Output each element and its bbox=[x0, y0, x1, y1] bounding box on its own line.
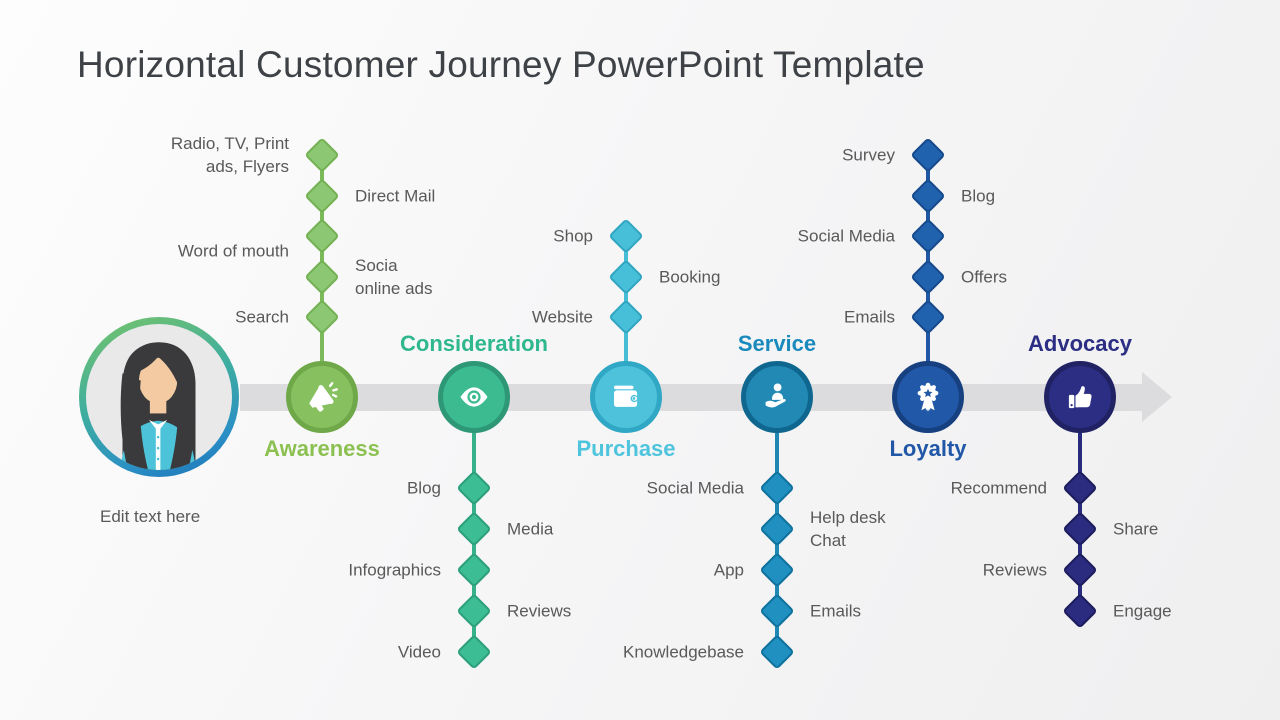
journey-item-label: Website bbox=[531, 307, 593, 327]
stage-circle-consideration bbox=[438, 361, 510, 433]
stage-circle-advocacy bbox=[1044, 361, 1116, 433]
stage-circle-loyalty bbox=[892, 361, 964, 433]
journey-item-diamond bbox=[456, 511, 492, 547]
wallet-icon bbox=[608, 379, 644, 415]
journey-item-label: Blog bbox=[406, 478, 441, 498]
journey-item-label: Media bbox=[507, 519, 554, 539]
journey-item-diamond bbox=[456, 593, 492, 629]
journey-item-diamond bbox=[910, 177, 946, 214]
page-title: Horizontal Customer Journey PowerPoint T… bbox=[77, 44, 925, 85]
journey-item-label: Direct Mail bbox=[355, 186, 436, 205]
journey-item-label: App bbox=[713, 560, 744, 580]
journey-item-diamond bbox=[304, 177, 340, 214]
journey-item-diamond bbox=[608, 218, 644, 254]
stage-label-purchase: Purchase bbox=[576, 436, 676, 461]
journey-item-label: Emails bbox=[810, 601, 862, 621]
journey-item-diamond bbox=[456, 470, 492, 506]
avatar-caption: Edit text here bbox=[100, 507, 201, 526]
journey-item-label: Social Media bbox=[797, 226, 895, 246]
journey-item-label: Survey bbox=[842, 145, 895, 165]
journey-item-label: Help desk Chat bbox=[810, 508, 886, 550]
megaphone-icon bbox=[304, 379, 340, 415]
journey-item-diamond bbox=[608, 299, 644, 335]
journey-item-diamond bbox=[1062, 511, 1098, 547]
woman-avatar-icon bbox=[86, 324, 232, 470]
journey-item-diamond bbox=[456, 634, 492, 670]
journey-item-diamond bbox=[759, 511, 795, 547]
journey-item-diamond bbox=[304, 218, 340, 254]
journey-item-label: Engage bbox=[1113, 601, 1172, 621]
journey-item-diamond bbox=[759, 552, 795, 588]
journey-item-diamond bbox=[910, 258, 946, 295]
journey-item-label: Offers bbox=[961, 267, 1007, 286]
stage-label-awareness: Awareness bbox=[264, 436, 380, 461]
timeline-arrowhead-icon bbox=[1142, 372, 1172, 422]
journey-item-label: Knowledgebase bbox=[623, 642, 744, 662]
stage-circle-purchase bbox=[590, 361, 662, 433]
award-ribbon-icon bbox=[910, 379, 946, 415]
stage-label-advocacy: Advocacy bbox=[1028, 331, 1132, 356]
journey-item-diamond bbox=[1062, 470, 1098, 506]
customer-support-icon bbox=[759, 379, 795, 415]
stage-stem-awareness bbox=[320, 155, 324, 363]
journey-item-diamond bbox=[456, 552, 492, 588]
journey-item-diamond bbox=[304, 137, 340, 173]
journey-item-diamond bbox=[1062, 593, 1098, 629]
journey-item-label: Radio, TV, Print ads, Flyers bbox=[170, 134, 289, 176]
stage-stem-loyalty bbox=[926, 155, 930, 363]
journey-item-diamond bbox=[1062, 552, 1098, 588]
eye-icon bbox=[456, 379, 492, 415]
journey-item-label: Blog bbox=[961, 186, 996, 205]
journey-item-diamond bbox=[608, 258, 644, 295]
customer-avatar bbox=[79, 317, 239, 477]
journey-item-diamond bbox=[910, 218, 946, 254]
journey-item-label: Shop bbox=[553, 226, 593, 246]
stage-label-consideration: Consideration bbox=[400, 331, 548, 356]
journey-item-diamond bbox=[910, 137, 946, 173]
journey-item-label: Word of mouth bbox=[177, 241, 289, 261]
journey-item-label: Recommend bbox=[950, 478, 1047, 498]
journey-item-label: Social Media bbox=[646, 478, 744, 498]
journey-item-diamond bbox=[759, 593, 795, 629]
journey-item-label: Search bbox=[235, 307, 289, 327]
stage-label-service: Service bbox=[737, 331, 817, 356]
journey-item-label: Socia online ads bbox=[355, 255, 433, 298]
stage-circle-awareness bbox=[286, 361, 358, 433]
journey-item-label: Video bbox=[397, 642, 441, 662]
journey-item-label: Infographics bbox=[348, 560, 441, 580]
journey-item-diamond bbox=[759, 634, 795, 670]
thumbs-up-icon bbox=[1062, 379, 1098, 415]
journey-item-diamond bbox=[304, 258, 340, 295]
journey-item-label: Reviews bbox=[982, 560, 1047, 580]
journey-item-label: Booking bbox=[659, 267, 721, 286]
journey-item-diamond bbox=[759, 470, 795, 506]
stage-label-loyalty: Loyalty bbox=[889, 436, 967, 461]
timeline-arrow bbox=[240, 384, 1142, 411]
journey-item-diamond bbox=[910, 299, 946, 335]
journey-item-label: Emails bbox=[843, 307, 895, 327]
journey-item-diamond bbox=[304, 299, 340, 335]
journey-item-label: Reviews bbox=[507, 601, 572, 621]
stage-circle-service bbox=[741, 361, 813, 433]
journey-item-label: Share bbox=[1113, 519, 1159, 539]
